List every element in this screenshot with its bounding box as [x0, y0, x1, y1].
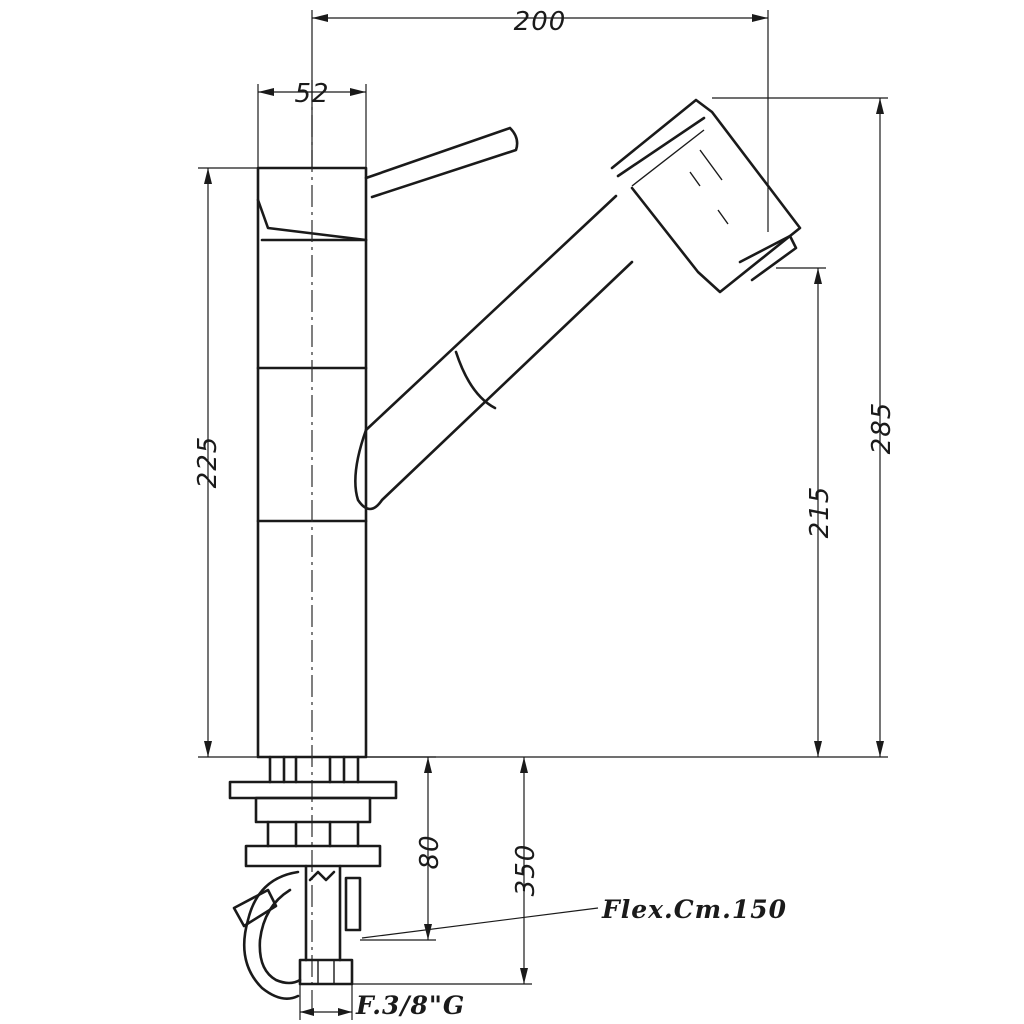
dim-285-label: 285 [867, 402, 897, 455]
dim-200-label: 200 [514, 7, 567, 37]
pull-out-spout [354, 194, 634, 511]
dim-52-label: 52 [294, 79, 329, 109]
dim-215-label: 215 [805, 486, 835, 539]
dimension-lines [198, 10, 888, 1020]
lever-handle [364, 126, 519, 199]
mounting-assembly [228, 755, 398, 1000]
dim-225-label: 225 [193, 436, 223, 489]
dim-350-label: 350 [511, 844, 541, 897]
faucet-body [256, 80, 368, 1010]
connection-note: F.3/8"G [355, 991, 465, 1020]
dim-80-label: 80 [415, 834, 445, 869]
flex-hose-note: Flex.Cm.150 [601, 895, 787, 924]
spray-head [610, 98, 802, 294]
